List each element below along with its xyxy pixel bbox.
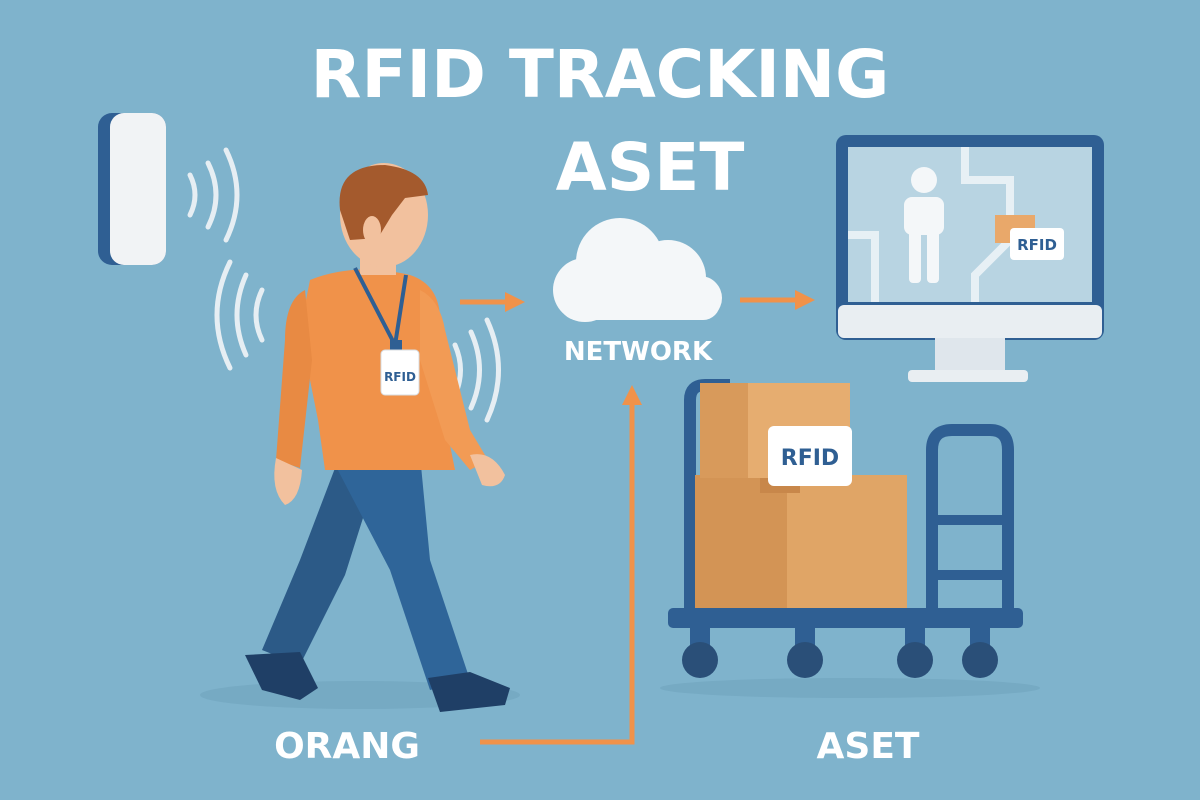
person-signal-left-icon [214, 259, 265, 371]
cart-icon [660, 379, 1040, 698]
asset-label: ASET [817, 726, 920, 767]
arrow-person-to-network-icon [460, 292, 525, 312]
screen-rfid-text: RFID [1017, 236, 1057, 254]
person-figure [200, 163, 520, 712]
monitor-icon [836, 135, 1104, 382]
box-rfid-tag: RFID [768, 426, 852, 486]
title-line-2: ASET [556, 129, 745, 206]
arrow-network-to-monitor-icon [740, 290, 815, 310]
arrow-orang-to-network-icon [480, 385, 642, 745]
cloud-icon [553, 218, 722, 322]
title-line-1: RFID TRACKING [311, 36, 890, 113]
reader-signal-icon [187, 147, 240, 243]
rfid-reader-icon [98, 113, 166, 265]
badge-rfid-tag: RFID [384, 370, 416, 384]
network-label: NETWORK [564, 337, 713, 367]
screen-rfid-tag: RFID [1010, 228, 1064, 260]
person-label: ORANG [274, 726, 420, 767]
box-rfid-text: RFID [781, 446, 839, 471]
person-rfid-badge: RFID [380, 349, 420, 396]
box-bottom-icon [695, 475, 907, 608]
